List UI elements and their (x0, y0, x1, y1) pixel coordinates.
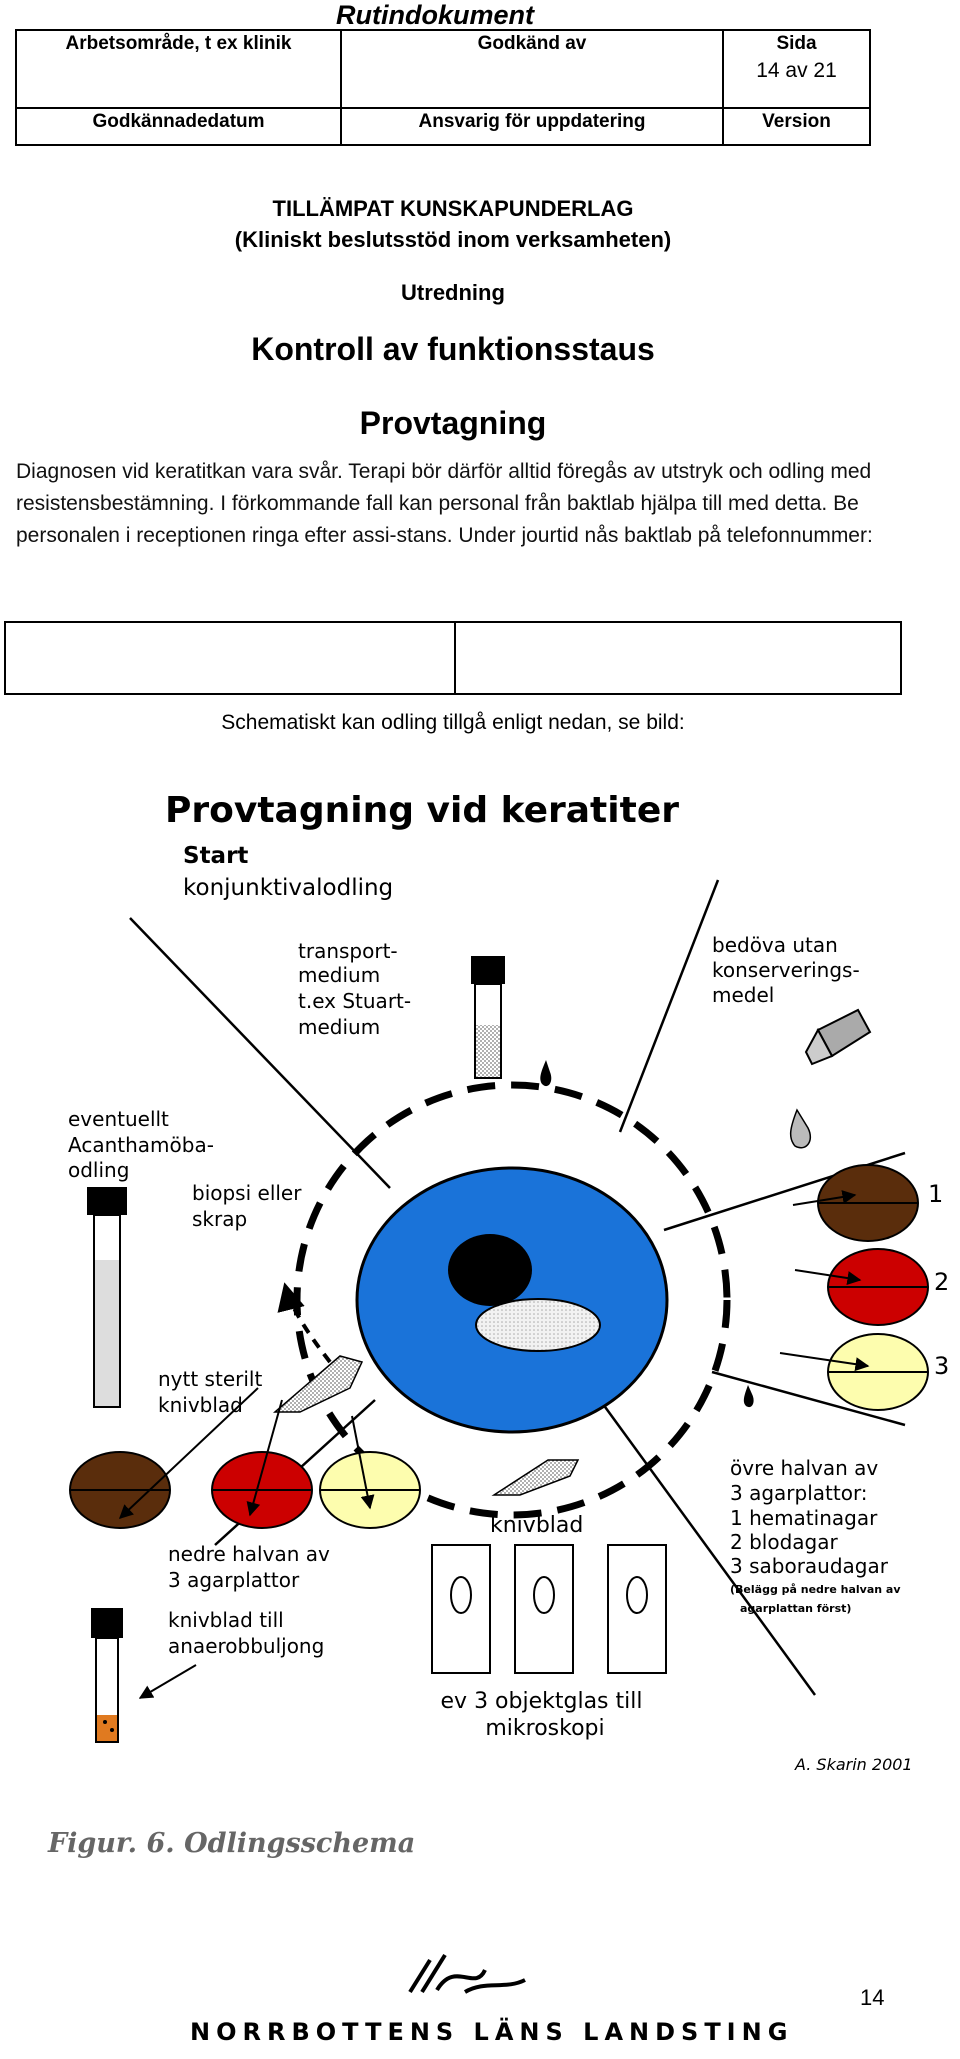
section-title: TILLÄMPAT KUNSKAPUNDERLAG (Kliniskt besl… (0, 193, 906, 255)
slides-label: ev 3 objektglas till mikroskopi (441, 1689, 650, 1741)
drop-icon (540, 1060, 552, 1087)
page-number: 14 (860, 1985, 885, 2010)
figure-start-sub: konjunktivalodling (183, 875, 393, 901)
new-blade-label: nytt sterilt knivblad (158, 1367, 269, 1417)
upper-half-label: övre halvan av 3 agarplattor: 1 hematina… (730, 1456, 889, 1578)
pupil (448, 1234, 532, 1306)
nll-logo-mark (408, 1953, 526, 1994)
small-drop-icon (743, 1385, 754, 1408)
header-page-cell: Sida 14 av 21 (722, 29, 871, 109)
knife-blade-icon (491, 1459, 580, 1496)
phone-table-divider (454, 623, 456, 693)
header-page-value: 14 av 21 (756, 59, 837, 82)
plate-number-2: 2 (934, 1268, 949, 1296)
sub-main-heading: Provtagning (359, 405, 547, 441)
plate-number-1: 1 (928, 1180, 943, 1208)
document-header-table: Arbetsområde, t ex klinik Godkänd av Sid… (15, 29, 871, 147)
upper-half-note: (Belägg på nedre halvan av agarplattan f… (730, 1583, 904, 1615)
footer-organization: NORRBOTTENS LÄNS LANDSTING (190, 2017, 793, 2046)
lower-plate-arrows (118, 1387, 375, 1519)
header-responsible-label: Ansvarig för uppdatering (418, 110, 646, 132)
upper-plates (817, 1164, 929, 1411)
section-title-line2: (Kliniskt beslutsstöd inom verksamheten) (234, 227, 672, 252)
nll-logo: NORRBOTTENS LÄNS LANDSTING (190, 1953, 793, 2046)
section-title-line1: TILLÄMPAT KUNSKAPUNDERLAG (272, 196, 634, 221)
broth-arrow (138, 1664, 197, 1699)
dropper-bottle-icon (789, 1008, 872, 1149)
transport-medium-label: transport- medium t.ex Stuart- medium (298, 939, 417, 1039)
scalpel-blade-icon (272, 1355, 364, 1413)
acanthamoeba-tube-icon (87, 1187, 127, 1408)
schema-intro: Schematiskt kan odling tillgå enligt ned… (221, 711, 685, 734)
header-approval-date-label: Godkännadedatum (92, 110, 265, 132)
header-area-cell: Arbetsområde, t ex klinik (15, 29, 342, 109)
header-version-label: Version (762, 110, 831, 132)
header-page-label: Sida (776, 33, 817, 54)
microscope-slides (431, 1544, 667, 1674)
header-approval-date-cell: Godkännadedatum (15, 106, 342, 147)
infiltrate-lesion (475, 1298, 601, 1352)
header-approved-by-label: Godkänd av (477, 33, 587, 54)
subheading: Utredning (401, 280, 505, 305)
blade-to-broth-label: knivblad till anaerobbuljong (168, 1608, 324, 1658)
lower-half-label: nedre halvan av 3 agarplattor (168, 1542, 336, 1592)
figure-author: A. Skarin 2001 (794, 1755, 913, 1774)
header-area-label: Arbetsområde, t ex klinik (65, 33, 292, 54)
plate-arrows (779, 1190, 870, 1372)
header-version-cell: Version (722, 106, 871, 147)
figure-start: Start (183, 843, 248, 869)
knife-blade-label: knivblad (490, 1513, 583, 1538)
header-approved-by-cell: Godkänd av (340, 29, 724, 109)
transport-tube-icon (471, 956, 505, 1079)
header-responsible-cell: Ansvarig för uppdatering (340, 106, 724, 147)
main-heading: Kontroll av funktionsstaus (251, 331, 655, 367)
anaesthetic-label: bedöva utan konserverings- medel (712, 933, 866, 1007)
biopsy-dashed-arrow (277, 1282, 332, 1364)
biopsy-label: biopsi eller skrap (192, 1181, 308, 1231)
document-title: Rutindokument (336, 0, 534, 30)
plate-number-3: 3 (934, 1352, 949, 1380)
phone-number-table (4, 621, 902, 695)
lower-plates (69, 1451, 421, 1529)
body-paragraph: Diagnosen vid keratitkan vara svår. Tera… (16, 460, 873, 547)
acanthamoeba-label: eventuellt Acanthamöba- odling (68, 1107, 220, 1182)
culture-schema-figure: Provtagning vid keratiter Start konjunkt… (47, 790, 949, 1859)
anaerobic-broth-tube-icon (91, 1608, 123, 1743)
figure-title: Provtagning vid keratiter (165, 790, 679, 831)
figure-caption: Figur. 6. Odlingsschema (47, 1828, 415, 1859)
